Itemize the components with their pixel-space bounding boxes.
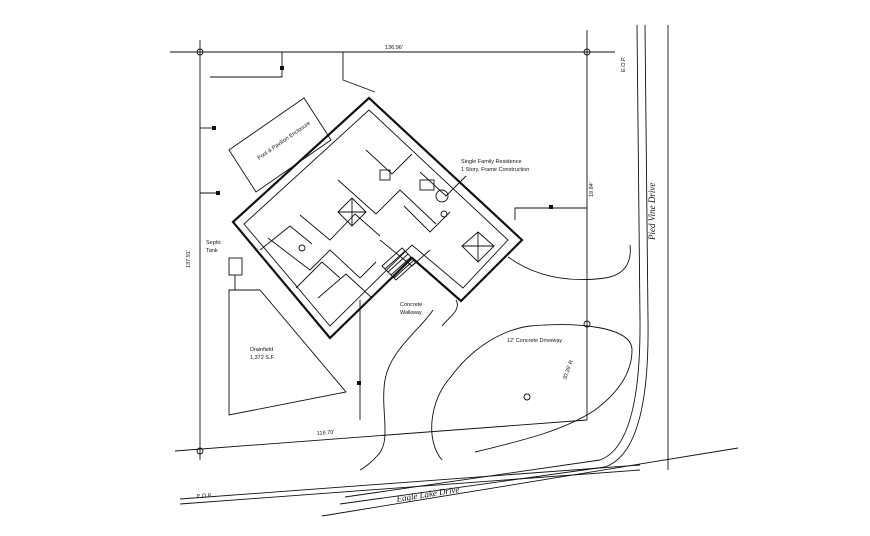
dimension-right-upper: 19.84'	[589, 182, 595, 197]
east-road-edges	[339, 24, 669, 505]
south-road-edges	[179, 447, 739, 517]
driveway-label: 12' Concrete Driveway	[507, 338, 562, 344]
residence-label-line2: 1 Story, Frame Construction	[461, 167, 529, 173]
walkway-label-line1: Concrete	[400, 302, 422, 308]
drainfield-outline	[228, 275, 347, 416]
dimension-bottom: 116.70'	[317, 430, 335, 437]
eop-bottom-label: E.O.P.	[197, 493, 213, 500]
dimension-top: 136.96'	[385, 45, 403, 51]
drainfield-label-line2: 1,372 S.F.	[250, 355, 275, 361]
dimension-left: 137.91'	[186, 250, 192, 268]
residence-label-line1: Single Family Residence	[461, 159, 522, 165]
pool-enclosure-outline	[228, 97, 332, 193]
property-boundary	[170, 30, 615, 460]
entry-steps	[381, 247, 417, 281]
street-name-east: Pied Vine Drive	[647, 183, 657, 241]
driveway-loop	[431, 244, 633, 461]
setback-lines	[200, 52, 587, 420]
walkway-label-line2: Walkway	[400, 310, 422, 316]
septic-tank-box	[228, 257, 243, 276]
pool-enclosure-label: Pool & Pavilion Enclosure	[257, 121, 312, 162]
dimension-right-lower: 30.39' R.	[562, 358, 575, 381]
septic-label-line2: Tank	[206, 248, 218, 254]
walkway-path	[359, 299, 458, 471]
septic-label-line1: Septic	[206, 240, 222, 246]
eop-top-label: E.O.P.	[621, 56, 627, 72]
house-footprint	[231, 96, 524, 340]
drainfield-label-line1: Drainfield	[250, 347, 273, 353]
